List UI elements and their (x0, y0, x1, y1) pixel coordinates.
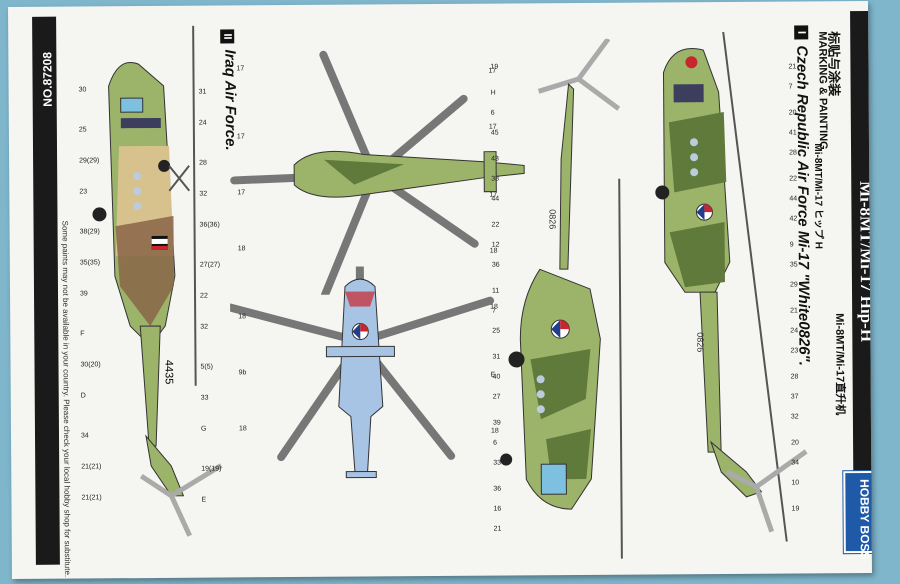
callout-label: H (490, 89, 496, 97)
callout-label: 38(29) (79, 228, 100, 236)
callout-label: 7 (492, 307, 497, 315)
callout-label: F (80, 330, 85, 338)
callout-label: 19 (791, 505, 800, 513)
bottom-view-blue (229, 265, 495, 479)
callout-label: 32 (200, 323, 209, 331)
callout-label: 32 (199, 190, 208, 198)
callout-label: 28 (789, 149, 797, 157)
callout-label: 24 (790, 327, 799, 335)
top-view-green (230, 50, 525, 296)
callout-label: 21(21) (81, 463, 102, 471)
callout-label: 25 (78, 126, 87, 134)
callout-label: 32 (790, 413, 799, 421)
callout-label: 21 (788, 63, 797, 71)
sheet-title-cn: Mi-8MT/Mi-17直升机 (833, 313, 846, 416)
callout-label: 19 (490, 63, 499, 71)
callout-label: 22 (491, 221, 500, 229)
callout-label: 28 (199, 159, 207, 167)
sheet-title: Mi-8MT/Mi-17 Hip-H (856, 180, 872, 343)
callout-label: 6 (493, 439, 498, 447)
hobby-boss-logo: HOBBY BOSS (843, 470, 872, 560)
callout-label: 5(5) (200, 363, 214, 371)
callout-label: 40 (492, 373, 501, 381)
callout-label: 36 (493, 485, 502, 493)
callout-label: 38 (491, 175, 500, 183)
callout-label: 36(36) (199, 221, 220, 229)
callout-label: 41 (788, 129, 797, 137)
callout-label: 29 (789, 281, 798, 289)
czech-helicopter-right-side: 0826 (655, 31, 808, 542)
callout-label: 33 (493, 459, 502, 467)
callout-label: 21 (493, 525, 502, 533)
callout-label: 27 (492, 393, 501, 401)
callout-label: 16 (493, 505, 502, 513)
callout-label: G (200, 425, 207, 433)
callout-label: 42 (789, 215, 798, 223)
callout-label: 33 (200, 394, 209, 402)
callout-label: 17 (236, 133, 245, 141)
brand-text: HOBBY BOSS (857, 478, 872, 560)
callout-label: 36 (491, 261, 500, 269)
iraq-callouts: 30 31 25 24 29(29) 28 23 32 38(29) 36(36) 35(35) 27… (8, 1, 868, 503)
callout-label: 35 (789, 261, 798, 269)
callout-label: 29(29) (79, 157, 100, 165)
callout-label: 44 (789, 195, 798, 203)
iraq-helicopter-side-view: 4435 (92, 25, 223, 537)
callout-label: 39 (79, 290, 88, 298)
callout-label: 44 (491, 195, 500, 203)
callout-label: 35(35) (79, 259, 101, 267)
callout-label: 17 (236, 65, 245, 73)
callout-label: 39 (492, 419, 501, 427)
callout-label: 30 (78, 86, 87, 94)
callout-label: 21(21) (81, 494, 102, 502)
callout-label: 43 (491, 155, 499, 163)
callout-label: 34 (80, 432, 89, 440)
product-number: NO.87208 (40, 51, 55, 107)
callout-label: 22 (200, 292, 208, 300)
callout-label: 24 (198, 119, 207, 127)
callout-label: 23 (790, 347, 799, 355)
callout-label: 18 (237, 245, 246, 253)
callout-label: 6 (490, 109, 495, 117)
czech-serial-left: 0826 (547, 209, 557, 229)
callout-label: 11 (491, 287, 500, 295)
callout-label: 20 (788, 109, 797, 117)
callout-label: 20 (791, 439, 799, 447)
callout-label: 7 (788, 83, 793, 91)
callout-label: 12 (491, 241, 500, 249)
callout-label: 18 (238, 425, 247, 433)
callout-label: 18 (490, 427, 499, 435)
callout-label: 21 (790, 307, 798, 315)
callout-label: 9 (789, 241, 794, 249)
callout-label: 9b (238, 369, 247, 377)
callout-label: 18 (238, 313, 247, 321)
callout-label: 34 (791, 459, 800, 467)
callout-label: 23 (79, 188, 88, 196)
callout-label: 37 (790, 393, 799, 401)
callout-label: E (201, 496, 207, 504)
callout-label: 28 (790, 373, 799, 381)
callout-label: 30(20) (80, 361, 101, 369)
callout-label: 17 (237, 189, 246, 197)
callout-label: 31 (492, 353, 501, 361)
czech-helicopter-left-side: 0826 (500, 38, 623, 559)
iraq-serial: 4435 (162, 360, 174, 385)
callout-label: 22 (789, 175, 798, 183)
callout-label: 25 (492, 327, 501, 335)
callout-label: 31 (198, 88, 207, 96)
callout-label: 45 (490, 129, 499, 137)
callout-label: D (80, 392, 86, 400)
callout-label: 27(27) (199, 261, 221, 269)
callout-label: 10 (791, 479, 800, 487)
czech-serial-right: 0826 (695, 332, 705, 352)
instruction-sheet: NO.87208 Some paints may not be availabl… (8, 1, 872, 579)
callout-label: 19(19) (201, 465, 222, 473)
